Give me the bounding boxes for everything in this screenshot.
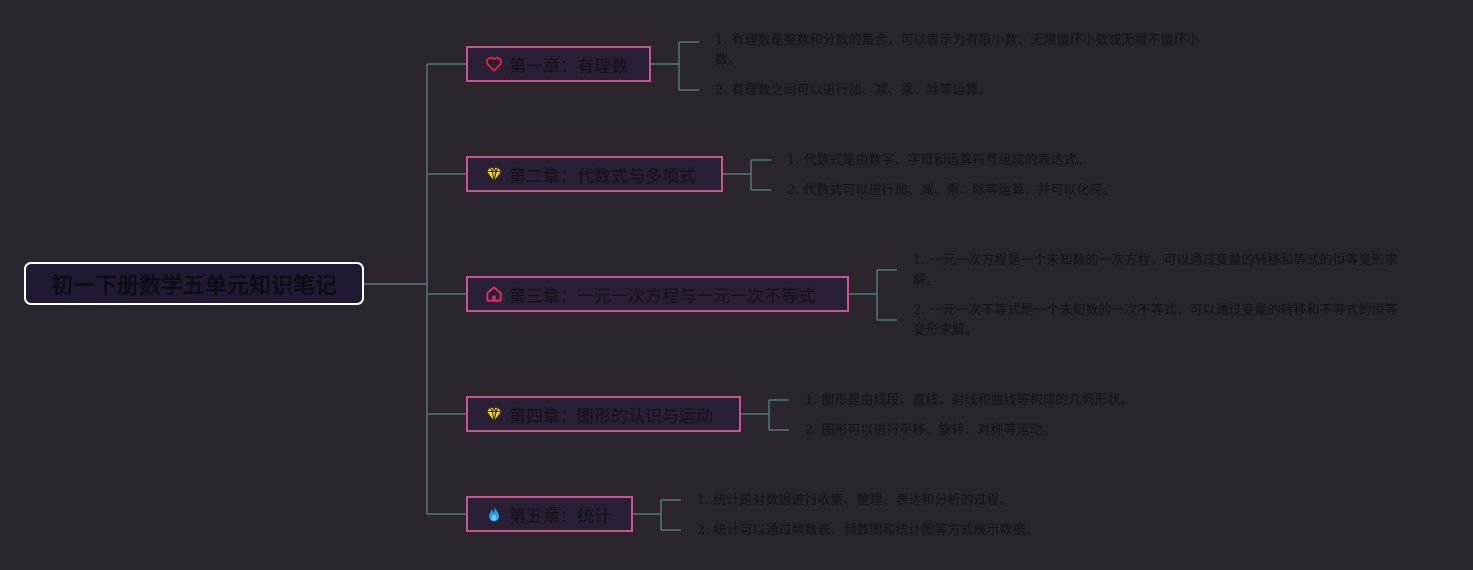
diamond-icon	[484, 164, 504, 184]
chapter-title: 第二章：代数式与多项式	[509, 166, 696, 187]
note-2-2: 2. 代数式可以进行加、减、乘、除等运算，并可以化简。	[787, 183, 1116, 198]
chapter-title: 第一章：有理数	[509, 56, 628, 77]
flame-icon	[484, 504, 504, 524]
note-5-2: 2. 统计可以通过频数表、频数图和统计图等方式展示数据。	[697, 523, 1039, 538]
diamond-icon	[484, 404, 504, 424]
home-icon	[484, 284, 504, 304]
chapter-node-3[interactable]: 第三章：一元一次方程与一元一次不等式	[466, 276, 849, 312]
chapter-node-1[interactable]: 第一章：有理数	[466, 46, 651, 82]
chapter-title: 第三章：一元一次方程与一元一次不等式	[509, 286, 815, 307]
root-node[interactable]: 初一下册数学五单元知识笔记	[24, 262, 364, 305]
note-1-1: 1. 有理数是整数和分数的集合，可以表示为有限小数、无限循环小数或无限不循环小数…	[715, 33, 1200, 68]
chapter-node-5[interactable]: 第五章：统计	[466, 496, 633, 532]
note-1-2: 2. 有理数之间可以进行加、减、乘、除等运算。	[715, 83, 992, 98]
chapter-title: 第四章：图形的认识与运动	[509, 406, 713, 427]
note-4-1: 1. 图形是由线段、直线、射线和曲线等构成的几何形状。	[805, 393, 1134, 408]
root-title: 初一下册数学五单元知识笔记	[50, 273, 337, 299]
chapter-node-4[interactable]: 第四章：图形的认识与运动	[466, 396, 741, 432]
note-2-1: 1. 代数式是由数字、字母和运算符号组成的表达式。	[787, 153, 1090, 168]
heart-icon	[484, 54, 504, 74]
note-3-1: 1. 一元一次方程是一个未知数的一次方程，可以通过变量的转移和等式的恒等变形求解…	[913, 253, 1398, 288]
chapter-title: 第五章：统计	[509, 506, 611, 527]
chapter-node-2[interactable]: 第二章：代数式与多项式	[466, 156, 723, 192]
note-5-1: 1. 统计是对数据进行收集、整理、表达和分析的过程。	[697, 493, 1013, 508]
note-3-2: 2. 一元一次不等式是一个未知数的一次不等式，可以通过变量的转移和不等式的恒等变…	[913, 303, 1398, 338]
note-4-2: 2. 图形可以进行平移、旋转、对称等运动。	[805, 423, 1056, 438]
